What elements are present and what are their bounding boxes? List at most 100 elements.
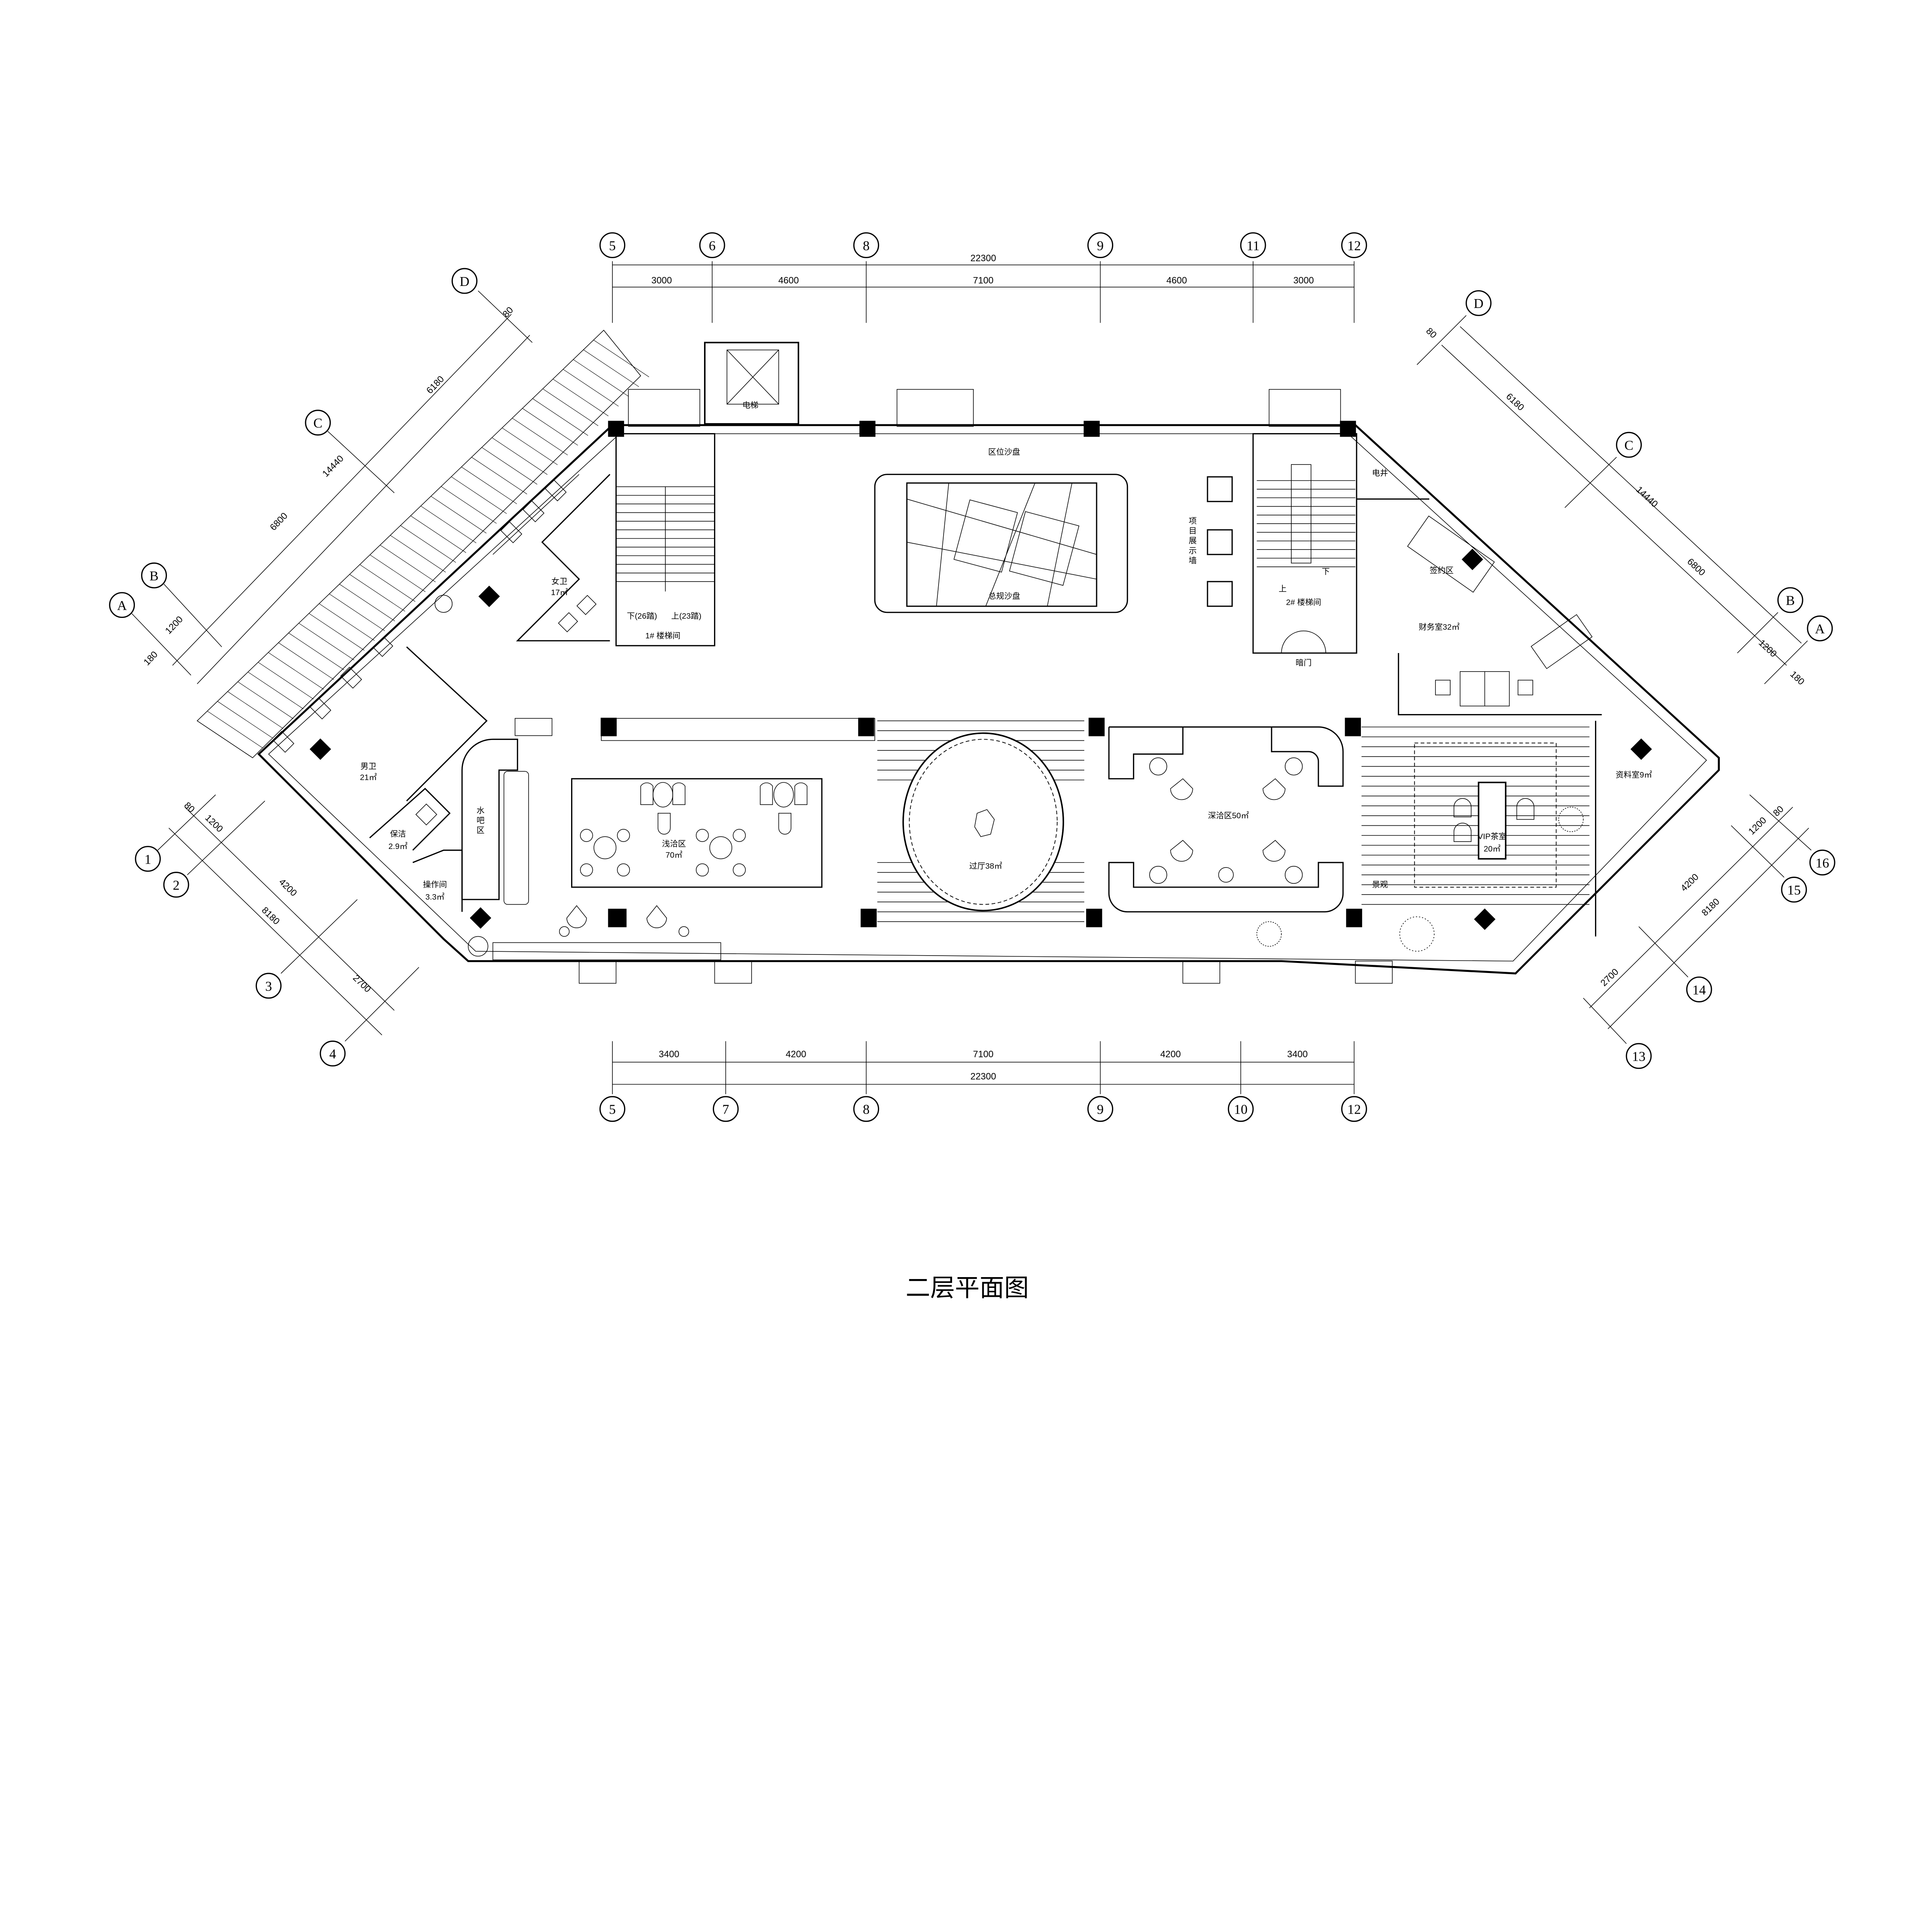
roof-hatch-line (583, 349, 639, 387)
stair-2: 上 下 2# 楼梯间 暗门 (1252, 433, 1357, 667)
dim-top-total: 22300 (970, 253, 996, 264)
stair-2-label: 2# 楼梯间 (1286, 598, 1321, 607)
svg-text:D: D (1474, 296, 1483, 311)
svg-text:下(26踏): 下(26踏) (627, 612, 657, 621)
svg-text:水: 水 (476, 806, 485, 815)
dim-top-seg: 3000 (1293, 275, 1314, 286)
right-upper-dimension-chain: 80 6180 14440 6800 1200 180 (1417, 315, 1808, 687)
roof-hatch-line (471, 457, 527, 495)
axis-bubble: 16 (1809, 849, 1835, 876)
roof-hatch-line (359, 564, 415, 602)
svg-text:8180: 8180 (1700, 896, 1722, 918)
right-wing-labels: 签约区 财务室32㎡ 资料室9㎡ VIP茶室 20㎡ (1419, 566, 1652, 854)
svg-text:B: B (1786, 593, 1795, 608)
dim-bottom-seg: 4200 (786, 1049, 806, 1060)
svg-text:C: C (1624, 438, 1633, 453)
axis-bubble: 14 (1686, 976, 1712, 1003)
roof-hatch-line (349, 574, 405, 612)
bottom-grid-axes: 5 7 8 9 10 12 (599, 1096, 1367, 1122)
dim-top-seg: 3000 (651, 275, 672, 286)
svg-text:8180: 8180 (260, 905, 282, 927)
svg-text:11: 11 (1247, 238, 1260, 253)
roof-hatch-line (543, 388, 599, 426)
finance-room-label: 财务室32㎡ (1419, 622, 1460, 631)
svg-text:80: 80 (1424, 326, 1439, 340)
svg-text:2.9㎡: 2.9㎡ (388, 842, 408, 851)
svg-text:1200: 1200 (1757, 638, 1779, 659)
top-grid-axes: 5 6 8 9 11 12 (599, 232, 1367, 259)
roof-hatch-line (573, 359, 629, 397)
dim-bottom-total: 22300 (970, 1071, 996, 1082)
axis-bubble: A (109, 592, 135, 618)
svg-text:吧: 吧 (476, 816, 485, 825)
signing-area-label: 签约区 (1430, 566, 1454, 575)
axis-bubble: A (1807, 615, 1833, 641)
vip-tea-room: 景观 (1361, 726, 1590, 905)
axis-bubble: 5 (599, 1096, 626, 1122)
hall: 过厅38㎡ (877, 720, 1085, 922)
axis-bubble: 12 (1341, 232, 1367, 259)
svg-text:B: B (150, 568, 158, 583)
landscape-label: 景观 (1372, 880, 1388, 889)
womens-wc: 女卫 17㎡ (492, 474, 611, 641)
axis-bubble: 9 (1087, 232, 1114, 259)
dim-bottom-seg: 4200 (1160, 1049, 1181, 1060)
roof-hatch-line (370, 555, 426, 592)
roof-hatch-line (319, 603, 375, 641)
svg-text:展: 展 (1189, 536, 1197, 545)
master-plan-model-label: 总规沙盘 (988, 592, 1020, 601)
water-bar: 水 吧 区 (461, 718, 553, 905)
dim-left-180: 180 (141, 649, 160, 667)
axis-bubble: C (1616, 432, 1642, 458)
axis-bubble: 1 (135, 846, 161, 872)
roof-hatch-line (298, 623, 355, 660)
roof-hatch-line (288, 633, 344, 670)
roof-hatch-line (532, 398, 588, 436)
axis-bubble: 8 (853, 1096, 879, 1122)
svg-text:14: 14 (1692, 982, 1706, 997)
deep-negotiation-label: 深洽区50㎡ (1208, 811, 1249, 820)
svg-text:区: 区 (476, 826, 485, 835)
vip-tea-room-label: VIP茶室 (1478, 832, 1507, 841)
roof-hatch-line (451, 476, 507, 514)
right-lower-grid-axes: 16 15 14 13 (1626, 849, 1835, 1069)
hidden-door-label: 暗门 (1296, 658, 1311, 667)
svg-text:21㎡: 21㎡ (360, 772, 377, 782)
roof-hatch-line (339, 584, 395, 621)
axis-bubble: D (451, 268, 478, 294)
svg-text:9: 9 (1097, 1102, 1104, 1117)
roof-hatch-line (238, 681, 294, 719)
axis-bubble: C (305, 410, 331, 436)
axis-bubble: D (1466, 290, 1492, 316)
dim-top-seg: 4600 (778, 275, 799, 286)
svg-text:浅洽区: 浅洽区 (662, 840, 686, 849)
svg-text:D: D (460, 274, 469, 289)
svg-text:17㎡: 17㎡ (551, 588, 568, 597)
electric-shaft-label: 电井 (1372, 469, 1388, 478)
archive-room-label: 资料室9㎡ (1616, 770, 1652, 779)
right-upper-grid-axes: D C B A (1466, 290, 1833, 641)
dim-bottom-seg: 7100 (973, 1049, 993, 1060)
axis-bubble: B (1777, 587, 1803, 613)
svg-text:16: 16 (1816, 856, 1829, 871)
svg-text:目: 目 (1189, 527, 1197, 536)
svg-text:6: 6 (709, 238, 716, 253)
svg-text:墙: 墙 (1189, 556, 1197, 565)
roof-hatch-line (522, 408, 578, 446)
roof-hatch-line (512, 418, 568, 456)
svg-text:操作间: 操作间 (423, 880, 447, 889)
svg-text:6800: 6800 (1685, 556, 1707, 578)
axis-bubble: 3 (255, 973, 282, 999)
svg-text:80: 80 (182, 800, 197, 815)
project-display-wall: 项 目 展 示 墙 (1189, 476, 1233, 607)
axis-bubble: 12 (1341, 1096, 1367, 1122)
axis-bubble: 7 (713, 1096, 739, 1122)
dim-left-80: 80 (501, 305, 515, 320)
axis-bubble: 8 (853, 232, 879, 259)
svg-text:8: 8 (863, 238, 870, 253)
svg-text:70㎡: 70㎡ (665, 850, 682, 859)
axis-bubble: 11 (1240, 232, 1266, 259)
stair-1-label: 1# 楼梯间 (645, 631, 680, 640)
axis-bubble: 6 (699, 232, 725, 259)
svg-text:上: 上 (1279, 585, 1287, 594)
